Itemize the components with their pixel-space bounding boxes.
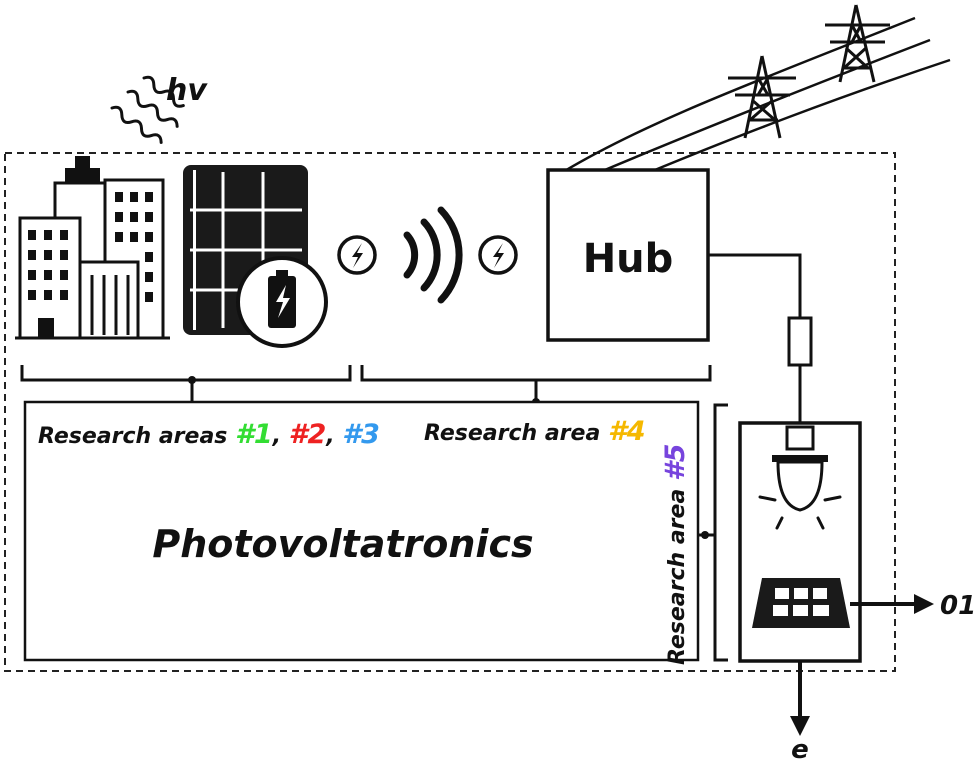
research-area-4: #4: [608, 416, 646, 447]
photon-waves-icon: [110, 75, 185, 144]
lightning-icon: [337, 235, 377, 275]
lightning-icon: [478, 235, 518, 275]
hub-box: [546, 168, 710, 342]
photovoltatronics-box: [23, 400, 700, 662]
brace: [20, 365, 352, 402]
digital-output-label: 01: [940, 591, 976, 621]
photon-label: hv: [166, 73, 208, 108]
research-area-2: #2: [289, 419, 327, 450]
research-area-1: #1: [235, 419, 273, 450]
circuit-wire: [708, 253, 802, 425]
wireless-signal-icon: [403, 206, 463, 304]
light-bulb-icon: [758, 425, 842, 530]
system-boundary: [4, 152, 896, 672]
research-area-5: #5: [660, 443, 691, 481]
buildings-icon: [15, 156, 170, 340]
photodetector-icon: [752, 578, 850, 628]
research-area-5-label: Research area #5: [660, 443, 691, 665]
research-area-4-label: Research area #4: [424, 416, 646, 447]
energy-output-label: e: [791, 735, 809, 765]
power-grid-icon: [562, 4, 951, 174]
hub-label: Hub: [583, 236, 674, 282]
resistor-icon: [787, 316, 813, 367]
research-areas-label: Research areas #1, #2, #3: [38, 419, 380, 450]
research-area-3: #3: [342, 419, 380, 450]
brace: [360, 365, 712, 402]
battery-icon: [236, 256, 328, 348]
main-title: Photovoltatronics: [152, 522, 533, 566]
